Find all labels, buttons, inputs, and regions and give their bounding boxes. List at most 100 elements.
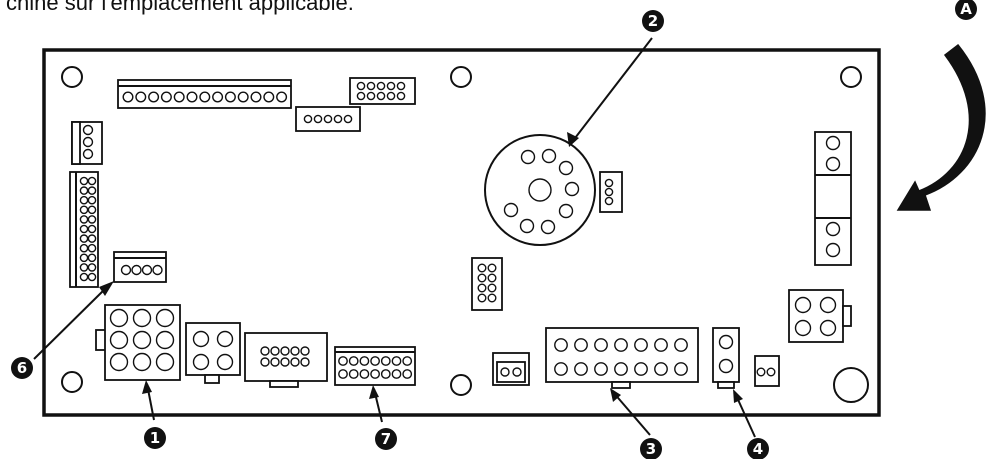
connector-pin [359, 356, 370, 366]
connector-pin [79, 224, 89, 234]
connector-pin [794, 319, 812, 337]
small-two-pin-connector [492, 352, 530, 386]
connector-pin [224, 91, 236, 103]
mounting-hole [61, 371, 83, 393]
connector-6 [113, 251, 167, 283]
connector-pin [87, 195, 97, 205]
connector-pin [82, 124, 94, 136]
connector-pin [87, 215, 97, 224]
top-middle-small-connector [295, 106, 361, 132]
top-right-small-connector [349, 77, 416, 105]
connector-pin [654, 362, 668, 376]
connector-pin [323, 114, 333, 124]
connector-4 [712, 327, 740, 389]
connector-pin [82, 148, 94, 160]
connector-pin [487, 273, 497, 283]
connector-pin [718, 358, 734, 374]
socket-pin [540, 219, 556, 235]
connector-3 [545, 327, 699, 389]
connector-pin [825, 135, 841, 151]
connector-pin [574, 338, 588, 352]
connector-pin [109, 352, 129, 372]
mounting-hole [450, 374, 472, 396]
connector-pin [766, 367, 776, 377]
connector-pin [380, 369, 391, 379]
connector-pin [109, 330, 129, 350]
connector-pin [338, 369, 348, 379]
connector-pin [79, 253, 89, 263]
connector-pin [674, 338, 688, 352]
connector-pin [260, 346, 270, 356]
connector-pin [604, 187, 614, 197]
left-three-pin-connector [71, 121, 103, 165]
connector-pin [500, 367, 510, 377]
connector-pin [487, 293, 497, 303]
connector-pin [250, 91, 262, 103]
socket-pin [503, 202, 519, 218]
connector-pin [604, 196, 614, 206]
connector-pin [82, 136, 94, 148]
connector-pin [192, 330, 210, 348]
callout-6: 6 [11, 357, 33, 379]
connector-pin [79, 272, 89, 282]
svg-text:2: 2 [648, 12, 658, 30]
connector-pin [155, 352, 175, 372]
connector-pin [391, 369, 402, 379]
right-vertical-module [814, 131, 852, 266]
connector-pin [756, 367, 766, 377]
connector-pin [348, 356, 359, 366]
mounting-hole [450, 66, 472, 88]
connector-pin [348, 369, 359, 379]
connector-pin [212, 91, 224, 103]
connector-pin [300, 357, 310, 367]
svg-text:4: 4 [753, 440, 763, 458]
two-by-two-connector [185, 322, 241, 384]
middle-small-connector [471, 257, 503, 311]
connector-pin [303, 114, 313, 124]
connector-pin [152, 264, 163, 276]
connector-pin [280, 357, 290, 367]
connector-pin [199, 91, 211, 103]
connector-pin [487, 283, 497, 293]
connector-pin [614, 338, 628, 352]
socket-pin [564, 181, 580, 197]
connector-pin [574, 362, 588, 376]
mounting-hole [840, 66, 862, 88]
connector-pin [87, 253, 97, 263]
connector-pin [79, 205, 89, 215]
connector-pin [396, 81, 406, 91]
connector-pin [477, 273, 487, 283]
connector-pin [554, 338, 568, 352]
connector-pin [376, 81, 386, 91]
connector-pin [87, 272, 97, 282]
callout-leader-lines [33, 37, 756, 438]
connector-pin [356, 91, 366, 101]
connector-pin [594, 362, 608, 376]
connector-pin [270, 346, 280, 356]
svg-text:3: 3 [646, 440, 656, 458]
connector-pin [477, 263, 487, 273]
connector-pin [79, 234, 89, 243]
connector-pin [87, 224, 97, 234]
connector-pin [819, 319, 837, 337]
connector-pin [825, 156, 841, 172]
connector-pin [270, 357, 280, 367]
connector-pin [370, 356, 380, 366]
caption-text: chine sur l'emplacement applicable. [6, 0, 354, 15]
connector-pin [594, 338, 608, 352]
socket-pin [520, 149, 536, 165]
connector-pin [87, 243, 97, 253]
connector-pin [141, 264, 153, 276]
connector-pin [674, 362, 688, 376]
left-tall-connector [69, 171, 99, 288]
connector-pin [554, 362, 568, 376]
connector-pin [79, 195, 89, 205]
connector-pin [87, 186, 97, 195]
connector-pin [87, 176, 97, 186]
connector-pin [614, 362, 628, 376]
connector-pin [477, 283, 487, 293]
connector-pin [109, 308, 129, 328]
connector-pin [386, 91, 396, 101]
connector-pin [120, 264, 132, 276]
